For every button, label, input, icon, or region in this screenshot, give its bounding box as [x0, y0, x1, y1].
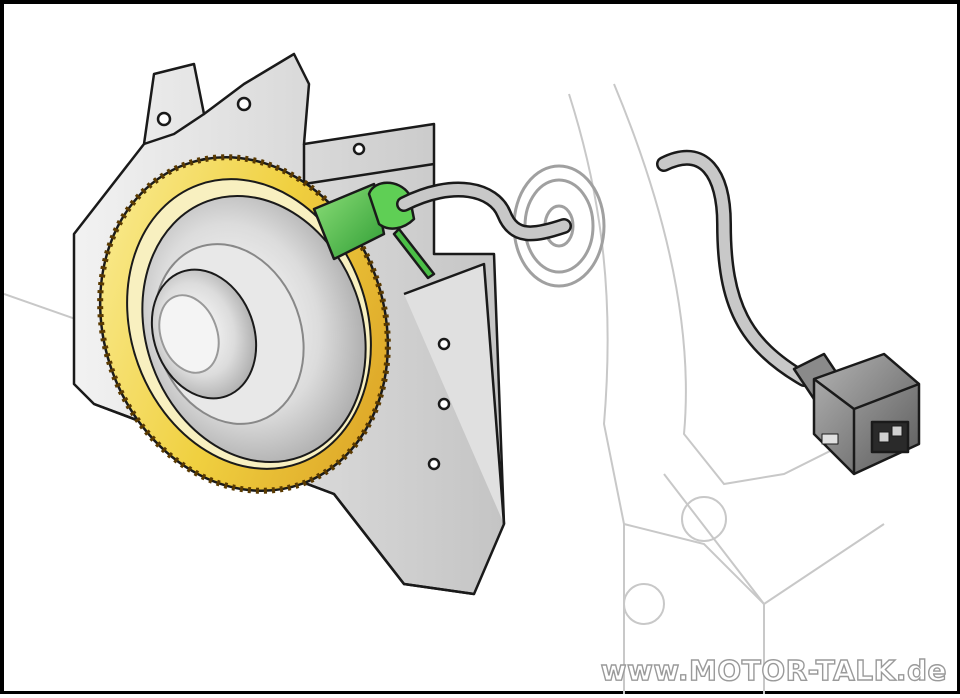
watermark: www.MOTOR-TALK.de — [600, 653, 947, 687]
sensor-body — [312, 181, 436, 280]
crank-sensor-illustration — [4, 52, 921, 694]
crankshaft-pulley-hub — [141, 194, 367, 464]
sensor-cable — [396, 149, 812, 387]
electrical-connector — [792, 352, 921, 476]
